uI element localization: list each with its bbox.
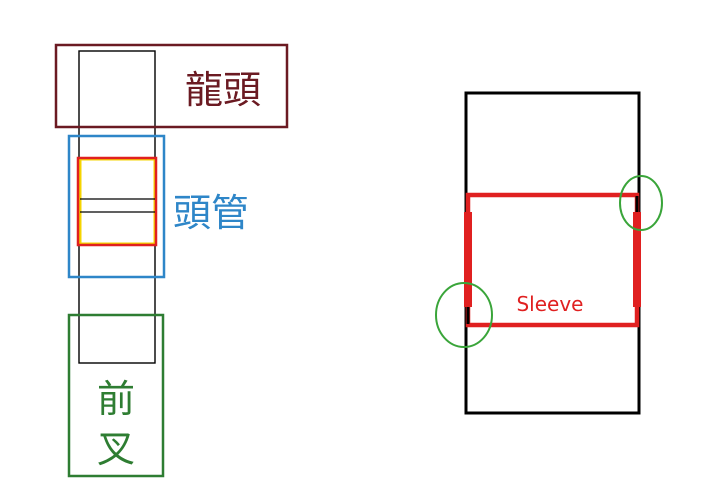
- bearing-highlight: [78, 157, 157, 246]
- fork-label-line1: 前: [97, 377, 135, 421]
- callout-circle-bottom-left: [435, 282, 493, 348]
- sleeve-label: Sleeve: [516, 292, 583, 316]
- callout-circle-top-right: [619, 175, 663, 231]
- stem-label: 龍頭: [185, 68, 261, 112]
- head-tube-outline: [464, 91, 641, 415]
- head-tube-box: [67, 134, 166, 279]
- head-tube-label: 頭管: [173, 191, 249, 235]
- stem-box: [54, 43, 289, 129]
- fork-box: [67, 313, 165, 478]
- bearing-sleeve: [76, 156, 158, 247]
- fork-label-line2: 叉: [97, 427, 135, 471]
